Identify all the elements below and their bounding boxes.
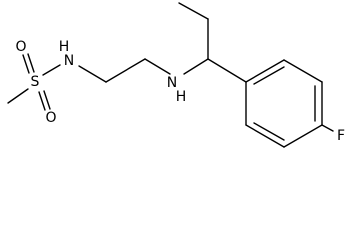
atom-hydrogen-amine: H — [176, 89, 187, 105]
ring-double-bond-1 — [253, 66, 285, 85]
atom-labels: O S O H N N H F — [15, 39, 345, 144]
bond-ch2-amine — [144, 58, 171, 75]
ring-bond-4 — [283, 124, 323, 148]
bond-sulfur-oxygen-bottom-1 — [38, 91, 46, 111]
bond-ch2-ch2 — [105, 58, 146, 83]
ring-bond-2 — [283, 59, 323, 83]
ring-bond-1 — [245, 59, 285, 83]
atom-oxygen-bottom: O — [45, 110, 56, 126]
bond-sulfur-nitrogen — [42, 64, 61, 76]
bond-carbon-fluorine — [321, 124, 334, 132]
atom-nitrogen-sulfonamide: N — [64, 53, 74, 69]
bond-sulfur-oxygen-top-2 — [27, 53, 35, 73]
bond-amine-methine — [183, 58, 209, 75]
atom-hydrogen-sulfonamide: H — [59, 39, 70, 55]
atom-sulfur: S — [31, 74, 40, 90]
atom-nitrogen-amine: N — [167, 75, 177, 91]
bond-nitrogen-ch2 — [78, 65, 107, 83]
bond-methyl-sulfur — [7, 88, 29, 104]
atom-fluorine: F — [337, 128, 345, 144]
ring-bond-5 — [245, 124, 285, 148]
bond-sulfur-oxygen-top-1 — [22, 54, 30, 74]
chemical-structure: O S O H N N H F — [7, 2, 345, 148]
bonds — [7, 2, 334, 148]
bond-sulfur-oxygen-bottom-2 — [43, 90, 51, 110]
bond-ethyl-ch3 — [178, 2, 209, 20]
bond-methine-aryl — [207, 58, 247, 83]
atom-oxygen-top: O — [15, 39, 26, 55]
ring-double-bond-3 — [253, 122, 285, 141]
